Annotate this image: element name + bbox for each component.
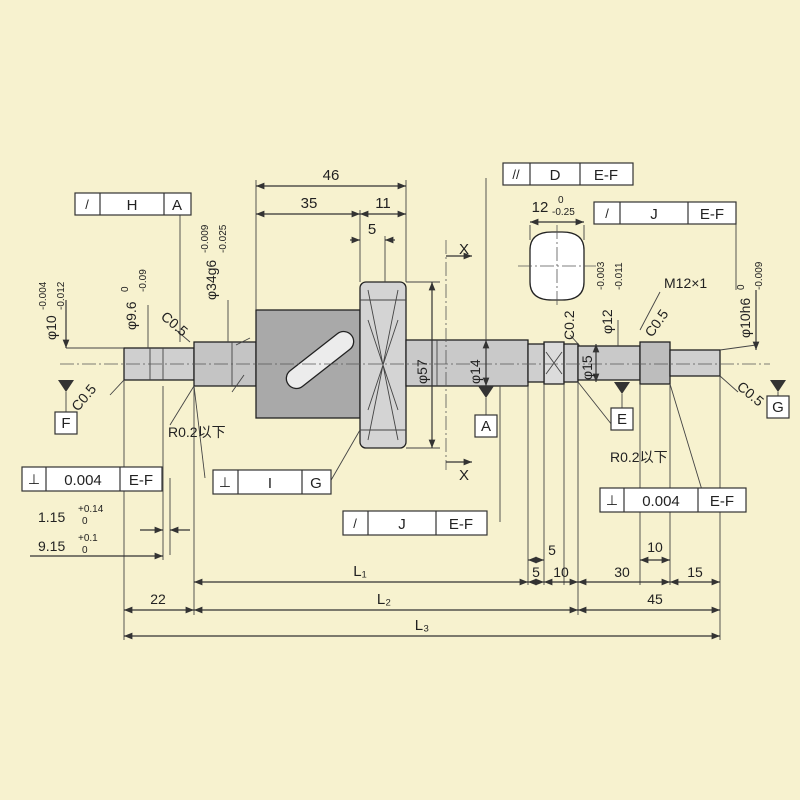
- dim-10-right: 10: [647, 539, 663, 555]
- svg-text:/: /: [605, 206, 609, 221]
- dim-12-width: 12: [532, 199, 549, 216]
- svg-text:-0.09: -0.09: [138, 269, 149, 292]
- dim-5-mid: 5: [548, 542, 556, 558]
- datum-f: F: [61, 415, 70, 432]
- datum-markers: [58, 380, 786, 415]
- dim-1-15: 1.15: [38, 509, 65, 525]
- svg-text:⊥: ⊥: [219, 474, 231, 490]
- svg-text:⊥: ⊥: [28, 471, 40, 487]
- dim-46: 46: [323, 167, 340, 184]
- svg-text:0: 0: [82, 545, 88, 556]
- tolerance-frame-top-mid: // D E-F: [502, 162, 634, 186]
- dim-phi14: φ14: [467, 359, 483, 384]
- svg-text:-0.003: -0.003: [596, 261, 607, 290]
- tolerance-frame-perp-mid: ⊥ I G: [212, 469, 332, 495]
- svg-text:/: /: [353, 516, 357, 531]
- dim-r0-2-right: R0.2以下: [610, 449, 668, 465]
- svg-text:-0.25: -0.25: [552, 207, 575, 218]
- svg-text:J: J: [398, 516, 406, 533]
- dimension-lines: [30, 178, 760, 640]
- svg-text:/: /: [85, 197, 89, 212]
- svg-text://: //: [512, 167, 520, 182]
- section-x-bottom: X: [459, 467, 469, 484]
- dim-9-15: 9.15: [38, 538, 65, 554]
- svg-text:0: 0: [120, 286, 131, 292]
- svg-text:E-F: E-F: [710, 493, 734, 510]
- svg-text:-0.009: -0.009: [754, 261, 765, 290]
- dim-45: 45: [647, 591, 663, 607]
- tolerance-frame-top-right: / J E-F: [593, 201, 737, 225]
- datum-e: E: [617, 411, 627, 428]
- dim-30: 30: [614, 564, 630, 580]
- svg-text:A: A: [172, 197, 182, 214]
- svg-text:J: J: [650, 206, 658, 223]
- datum-labels: F A E G: [54, 395, 790, 438]
- dim-l1: L₁: [353, 563, 366, 580]
- dim-35: 35: [301, 195, 318, 212]
- tolerance-frame-perp-left: ⊥ 0.004 E-F: [21, 466, 163, 492]
- dim-phi34g6: φ34g6: [203, 260, 219, 300]
- svg-text:E-F: E-F: [594, 167, 618, 184]
- svg-text:E-F: E-F: [129, 472, 153, 489]
- datum-g: G: [772, 399, 784, 416]
- dim-phi10: φ10: [43, 315, 59, 340]
- svg-text:0.004: 0.004: [64, 472, 102, 489]
- svg-text:⊥: ⊥: [606, 492, 618, 508]
- svg-text:0.004: 0.004: [642, 493, 680, 510]
- svg-text:-0.012: -0.012: [56, 281, 67, 310]
- svg-text:E-F: E-F: [449, 516, 473, 533]
- dim-phi9-6: φ9.6: [123, 301, 139, 330]
- svg-text:0: 0: [736, 284, 747, 290]
- svg-text:-0.009: -0.009: [200, 224, 211, 253]
- dim-phi15: φ15: [579, 355, 595, 380]
- tolerance-frame-runout-lower: / J E-F: [342, 510, 488, 536]
- dim-11: 11: [375, 195, 391, 212]
- svg-text:+0.1: +0.1: [78, 533, 98, 544]
- dim-10-low: 10: [553, 564, 569, 580]
- tolerance-frame-perp-right: ⊥ 0.004 E-F: [599, 487, 747, 513]
- screw-shaft: [405, 339, 529, 387]
- dim-15: 15: [687, 564, 703, 580]
- svg-text:-0.025: -0.025: [218, 224, 229, 253]
- right-end: [669, 349, 721, 377]
- svg-text:G: G: [310, 475, 322, 492]
- svg-text:+0.14: +0.14: [78, 504, 104, 515]
- dim-l3: L₃: [415, 617, 429, 634]
- svg-text:-0.011: -0.011: [614, 262, 625, 290]
- dim-phi10h6: φ10h6: [737, 298, 753, 338]
- svg-text:-0.004: -0.004: [38, 281, 49, 310]
- thread-m12: [639, 341, 671, 385]
- dim-l2: L₂: [377, 591, 391, 608]
- section-x-top: X: [459, 241, 469, 258]
- dim-5-low: 5: [532, 564, 540, 580]
- svg-text:I: I: [268, 475, 272, 492]
- dim-phi57: φ57: [414, 359, 430, 384]
- dim-m12: M12×1: [664, 275, 707, 291]
- dim-c0-2: C0.2: [561, 310, 577, 340]
- svg-text:H: H: [127, 197, 138, 214]
- svg-text:0: 0: [558, 195, 564, 206]
- svg-text:D: D: [550, 167, 561, 184]
- svg-text:E-F: E-F: [700, 206, 724, 223]
- datum-a: A: [481, 418, 491, 435]
- tolerance-frame-top-left: / H A: [74, 192, 192, 216]
- end-section-view: [518, 218, 596, 306]
- dim-r0-2-left: R0.2以下: [168, 424, 226, 440]
- svg-text:0: 0: [82, 516, 88, 527]
- dim-phi12: φ12: [599, 309, 615, 334]
- return-tube-slot: [285, 330, 355, 390]
- section-line-x: [445, 240, 472, 470]
- dim-5-top: 5: [368, 221, 376, 238]
- dim-22: 22: [150, 591, 166, 607]
